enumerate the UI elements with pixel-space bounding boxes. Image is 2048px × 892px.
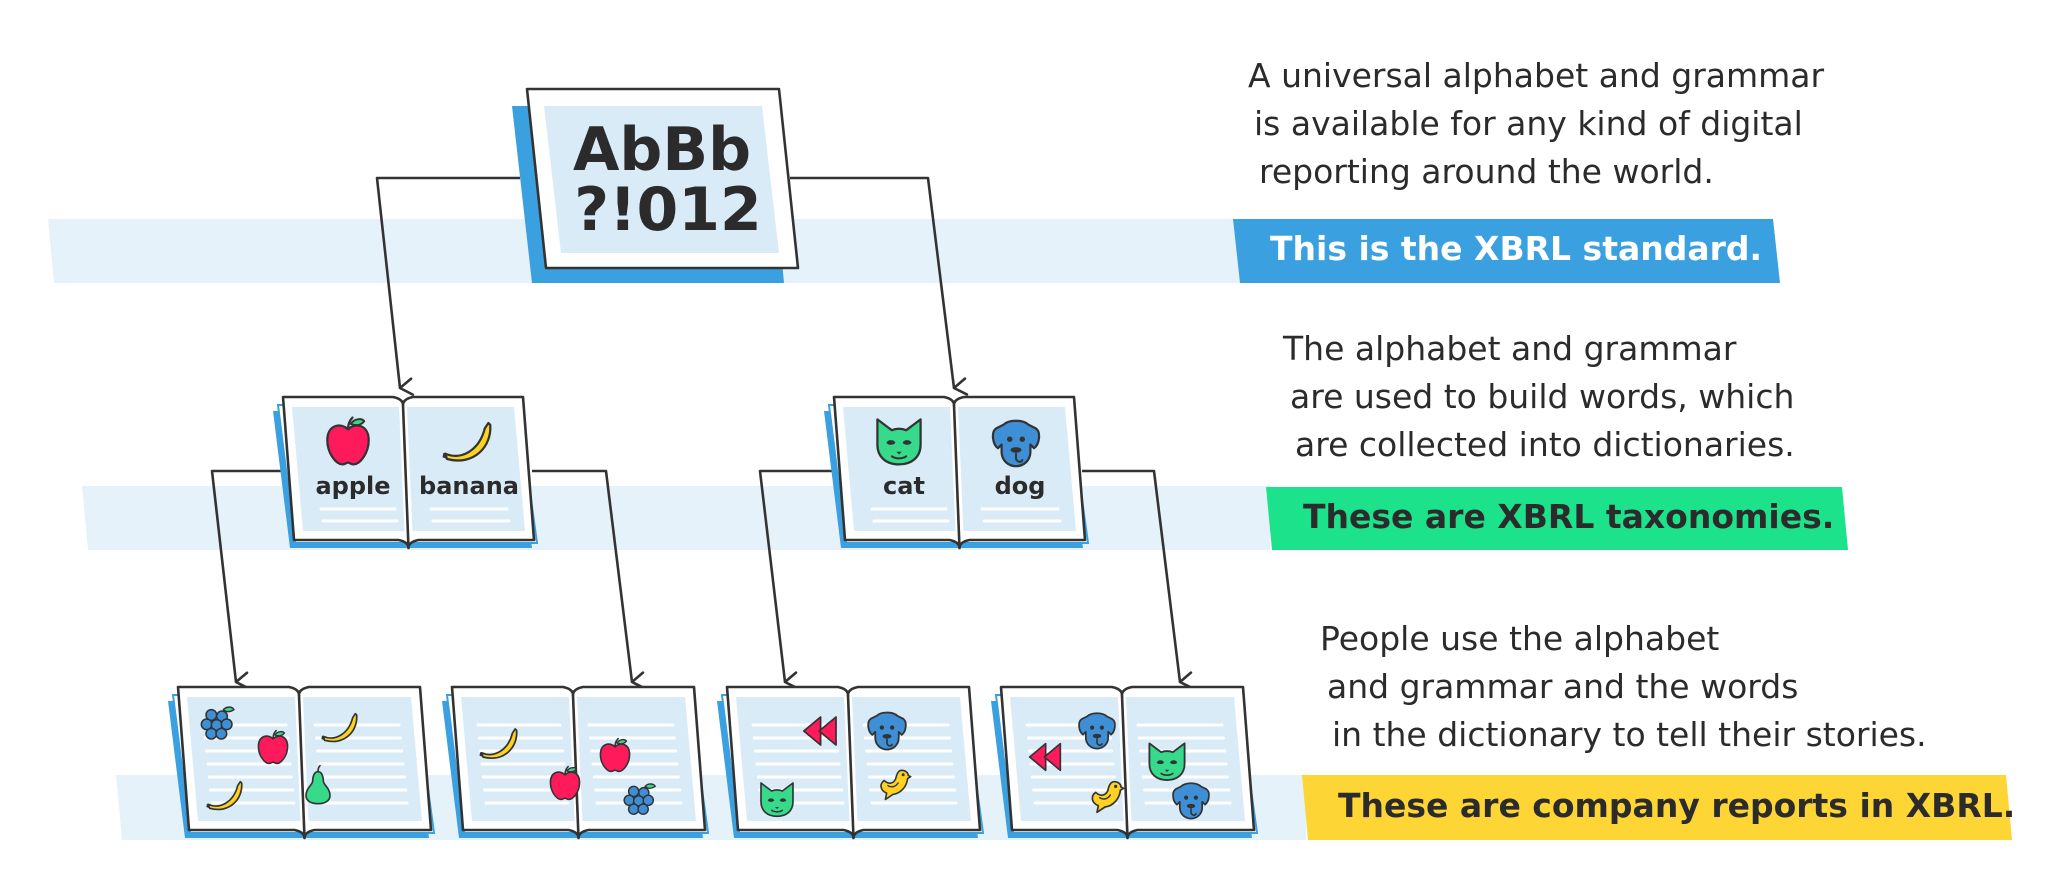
dictionary-word-left: cat [883,472,925,500]
description-line: are used to build words, which [1290,377,1795,416]
description-line: in the dictionary to tell their stories. [1332,715,1927,754]
book-right-page [407,407,525,531]
dictionary-book: apple banana [273,395,539,550]
description-line: People use the alphabet [1320,619,1720,658]
description-line: are collected into dictionaries. [1295,425,1795,464]
description-line: reporting around the world. [1259,152,1714,191]
book-spine [297,694,306,839]
arrow-fruit-dictionary-to-report-1 [210,469,288,690]
alphabet-line-1: AbBb [573,115,751,185]
banner-reports [1302,775,2012,840]
arrow-animal-dictionary-to-report-3 [758,469,835,690]
arrow-standard-to-fruit-dictionary [375,176,520,396]
description-standard: A universal alphabet and grammar is avai… [1248,52,1824,196]
arrow-animal-dictionary-to-report-4 [1082,469,1195,690]
banner-taxonomies [1266,487,1848,550]
book-left-page [292,407,405,531]
report-book [168,685,436,840]
description-line: and grammar and the words [1327,667,1799,706]
description-line: The alphabet and grammar [1283,329,1737,368]
report-book [717,685,985,840]
dictionaries: apple banana cat dog [273,395,1090,550]
banner-standard [1233,219,1780,283]
book-left-page [843,407,956,531]
alphabet-card-inner [544,106,779,253]
report-book [442,685,710,840]
dictionary-word-left: apple [315,472,390,500]
book-spine [571,694,580,839]
alphabet-card: AbBb ?!012 [512,87,800,283]
connector-arrows [210,176,1195,690]
description-taxonomies: The alphabet and grammar are used to bui… [1283,325,1795,469]
description-reports: People use the alphabet and grammar and … [1320,615,1927,759]
dictionary-word-right: dog [995,472,1046,500]
book-spine [1120,694,1129,839]
arrow-standard-to-animal-dictionary [790,176,969,396]
book-spine [401,404,410,549]
description-line: A universal alphabet and grammar [1248,56,1825,95]
description-line: is available for any kind of digital [1254,104,1803,143]
alphabet-line-2: ?!012 [574,175,761,245]
banner-reports-label: These are company reports in XBRL. [1338,786,2016,825]
band-taxonomies [82,486,1270,550]
dictionary-book: cat dog [824,395,1090,550]
book-spine [952,404,961,549]
book-right-page [958,407,1076,531]
banner-standard-label: This is the XBRL standard. [1270,229,1763,268]
book-spine [846,694,855,839]
arrow-fruit-dictionary-to-report-2 [532,469,647,690]
banner-taxonomies-label: These are XBRL taxonomies. [1303,497,1835,536]
dictionary-word-right: banana [419,472,519,500]
company-reports [168,685,1259,840]
report-book [991,685,1259,840]
